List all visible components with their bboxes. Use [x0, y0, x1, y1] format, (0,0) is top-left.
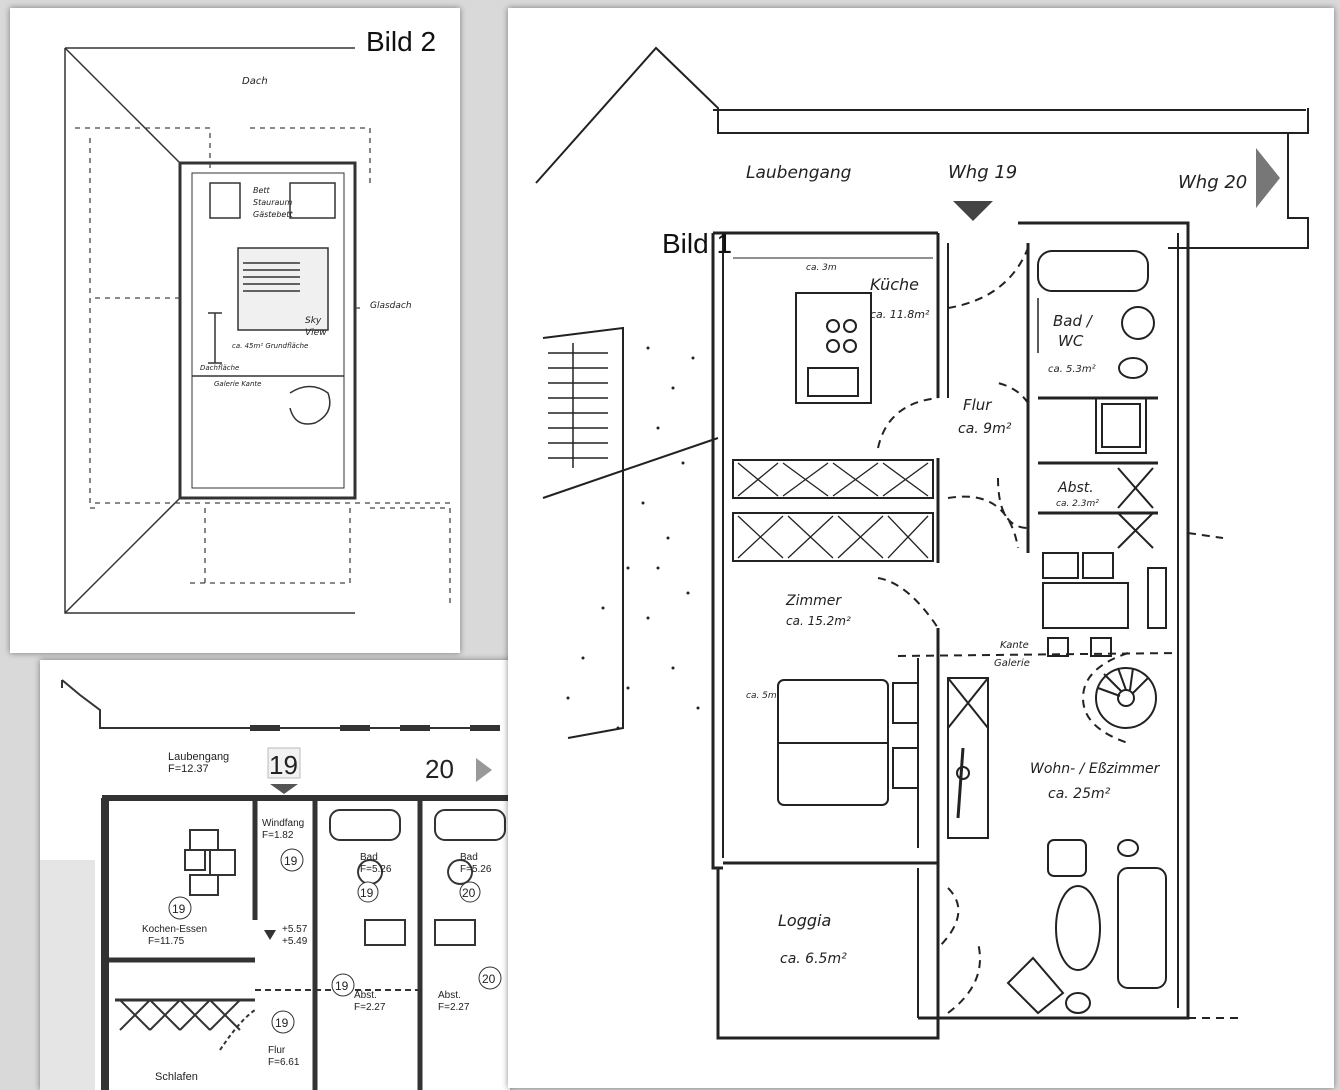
- unit-20-number: 20: [425, 754, 454, 784]
- hatched-area: [40, 860, 95, 1090]
- bedroom-area: ca. 15.2m²: [786, 614, 851, 628]
- room-tag-windfang: [280, 848, 304, 872]
- skylight-line2: View: [305, 328, 327, 338]
- storage-label-19: Abst.: [354, 990, 377, 1001]
- bed-label-line1: Bett: [253, 186, 271, 195]
- room-tag-kitchen-number: 19: [172, 902, 186, 916]
- bed-label-line2: Stauraum: [253, 198, 292, 207]
- gallery-edge-label: Galerie Kante: [214, 380, 261, 388]
- area-dimension: ca. 45m² Grundfläche: [232, 342, 308, 350]
- windfang-area: F=1.82: [262, 830, 294, 841]
- kitchen-label: Küche: [870, 275, 919, 294]
- storage-area: ca. 2.3m²: [1056, 499, 1099, 509]
- entrance-arrow-icon: [953, 201, 993, 221]
- gallery-edge-line1: Kante: [1000, 640, 1029, 651]
- entrance-arrow-icon: [270, 784, 298, 794]
- kitchen-area: ca. 11.8m²: [870, 308, 930, 321]
- kitchen-area: F=11.75: [148, 936, 185, 947]
- glass-roof-label: Glasdach: [370, 301, 412, 311]
- gallery-edge-line2: Galerie: [994, 658, 1030, 669]
- unit-20-label: Whg 20: [1178, 172, 1247, 193]
- dim-kitchen-width: ca. 3m: [806, 263, 837, 273]
- room-tag-storage-20-number: 20: [482, 972, 496, 986]
- hand-drawn-floor-plan-sheet: Laubengang Whg 19 Whg 20 ca. 3m ca. 5m K…: [508, 8, 1334, 1088]
- room-tag-kitchen: [168, 896, 192, 920]
- level-2: +5.49: [282, 936, 308, 947]
- corridor-area: F=12.37: [168, 763, 209, 775]
- kitchen-label: Kochen-Essen: [142, 924, 207, 935]
- unit-19-number: 19: [269, 750, 298, 780]
- hall-label: Flur: [268, 1045, 286, 1056]
- unit-19-box: [267, 747, 301, 779]
- arrow-right-icon: [1256, 148, 1280, 208]
- roof-edge-label: Dachfläche: [200, 364, 239, 372]
- storage-area-19: F=2.27: [354, 1002, 386, 1013]
- level-marker-icon: [264, 930, 276, 940]
- storage-label: Abst.: [1057, 480, 1094, 496]
- hall-label: Flur: [963, 396, 992, 414]
- storage-label-20: Abst.: [438, 990, 461, 1001]
- room-tag-storage-19: [331, 973, 355, 997]
- hall-area: F=6.61: [268, 1057, 300, 1068]
- arrow-right-icon: [476, 758, 492, 782]
- printed-floor-plan-sheet: Laubengang F=12.37 19 20 Windfang F=1.82…: [40, 660, 510, 1090]
- room-tag-hall-number: 19: [275, 1016, 289, 1030]
- gallery-sketch: Dach Bett Stauraum Gästebett Sky View Gl…: [64, 47, 451, 614]
- bath-label-19: Bad: [360, 852, 378, 863]
- sleep-label: Schlafen: [155, 1071, 198, 1083]
- room-tag-bath-19: [357, 881, 379, 903]
- bath-label-line1: Bad /: [1053, 312, 1094, 330]
- corridor-label: Laubengang: [168, 751, 229, 763]
- bath-area: ca. 5.3m²: [1048, 364, 1096, 375]
- room-tag-storage-20: [478, 966, 502, 990]
- caption-bild-2: Bild 2: [366, 26, 437, 57]
- caption-bild-1: Bild 1: [662, 228, 733, 259]
- bath-label-20: Bad: [460, 852, 478, 863]
- bath-label-line2: WC: [1058, 332, 1084, 350]
- room-tag-bath-20: [459, 881, 481, 903]
- roof-label: Dach: [242, 76, 268, 87]
- bath-area-19: F=5.26: [360, 864, 392, 875]
- skylight-line1: Sky: [305, 316, 322, 326]
- loggia-label: Loggia: [778, 911, 831, 930]
- room-tag-bath-19-number: 19: [360, 886, 374, 900]
- living-area: ca. 25m²: [1048, 786, 1111, 802]
- dim-room-width: ca. 5m: [746, 691, 777, 701]
- bath-area-20: F=5.26: [460, 864, 492, 875]
- room-tag-bath-20-number: 20: [462, 886, 476, 900]
- hand-drawn-floor-plan: Laubengang Whg 19 Whg 20 ca. 3m ca. 5m K…: [535, 46, 1309, 1040]
- living-label: Wohn- / Eßzimmer: [1030, 761, 1161, 777]
- hall-area: ca. 9m²: [958, 421, 1012, 437]
- room-tag-hall: [271, 1010, 295, 1034]
- level-1: +5.57: [282, 924, 308, 935]
- gallery-sketch-sheet: Dach Bett Stauraum Gästebett Sky View Gl…: [10, 8, 460, 653]
- bedroom-label: Zimmer: [785, 593, 842, 609]
- room-tag-storage-19-number: 19: [335, 979, 349, 993]
- unit-19-label: Whg 19: [948, 162, 1017, 183]
- loggia-area: ca. 6.5m²: [780, 951, 847, 967]
- bed-label-line3: Gästebett: [253, 210, 293, 219]
- windfang-label: Windfang: [262, 818, 304, 829]
- printed-floor-plan: Laubengang F=12.37 19 20 Windfang F=1.82…: [40, 679, 510, 1090]
- storage-area-20: F=2.27: [438, 1002, 470, 1013]
- room-tag-windfang-number: 19: [284, 854, 298, 868]
- corridor-label: Laubengang: [746, 163, 852, 183]
